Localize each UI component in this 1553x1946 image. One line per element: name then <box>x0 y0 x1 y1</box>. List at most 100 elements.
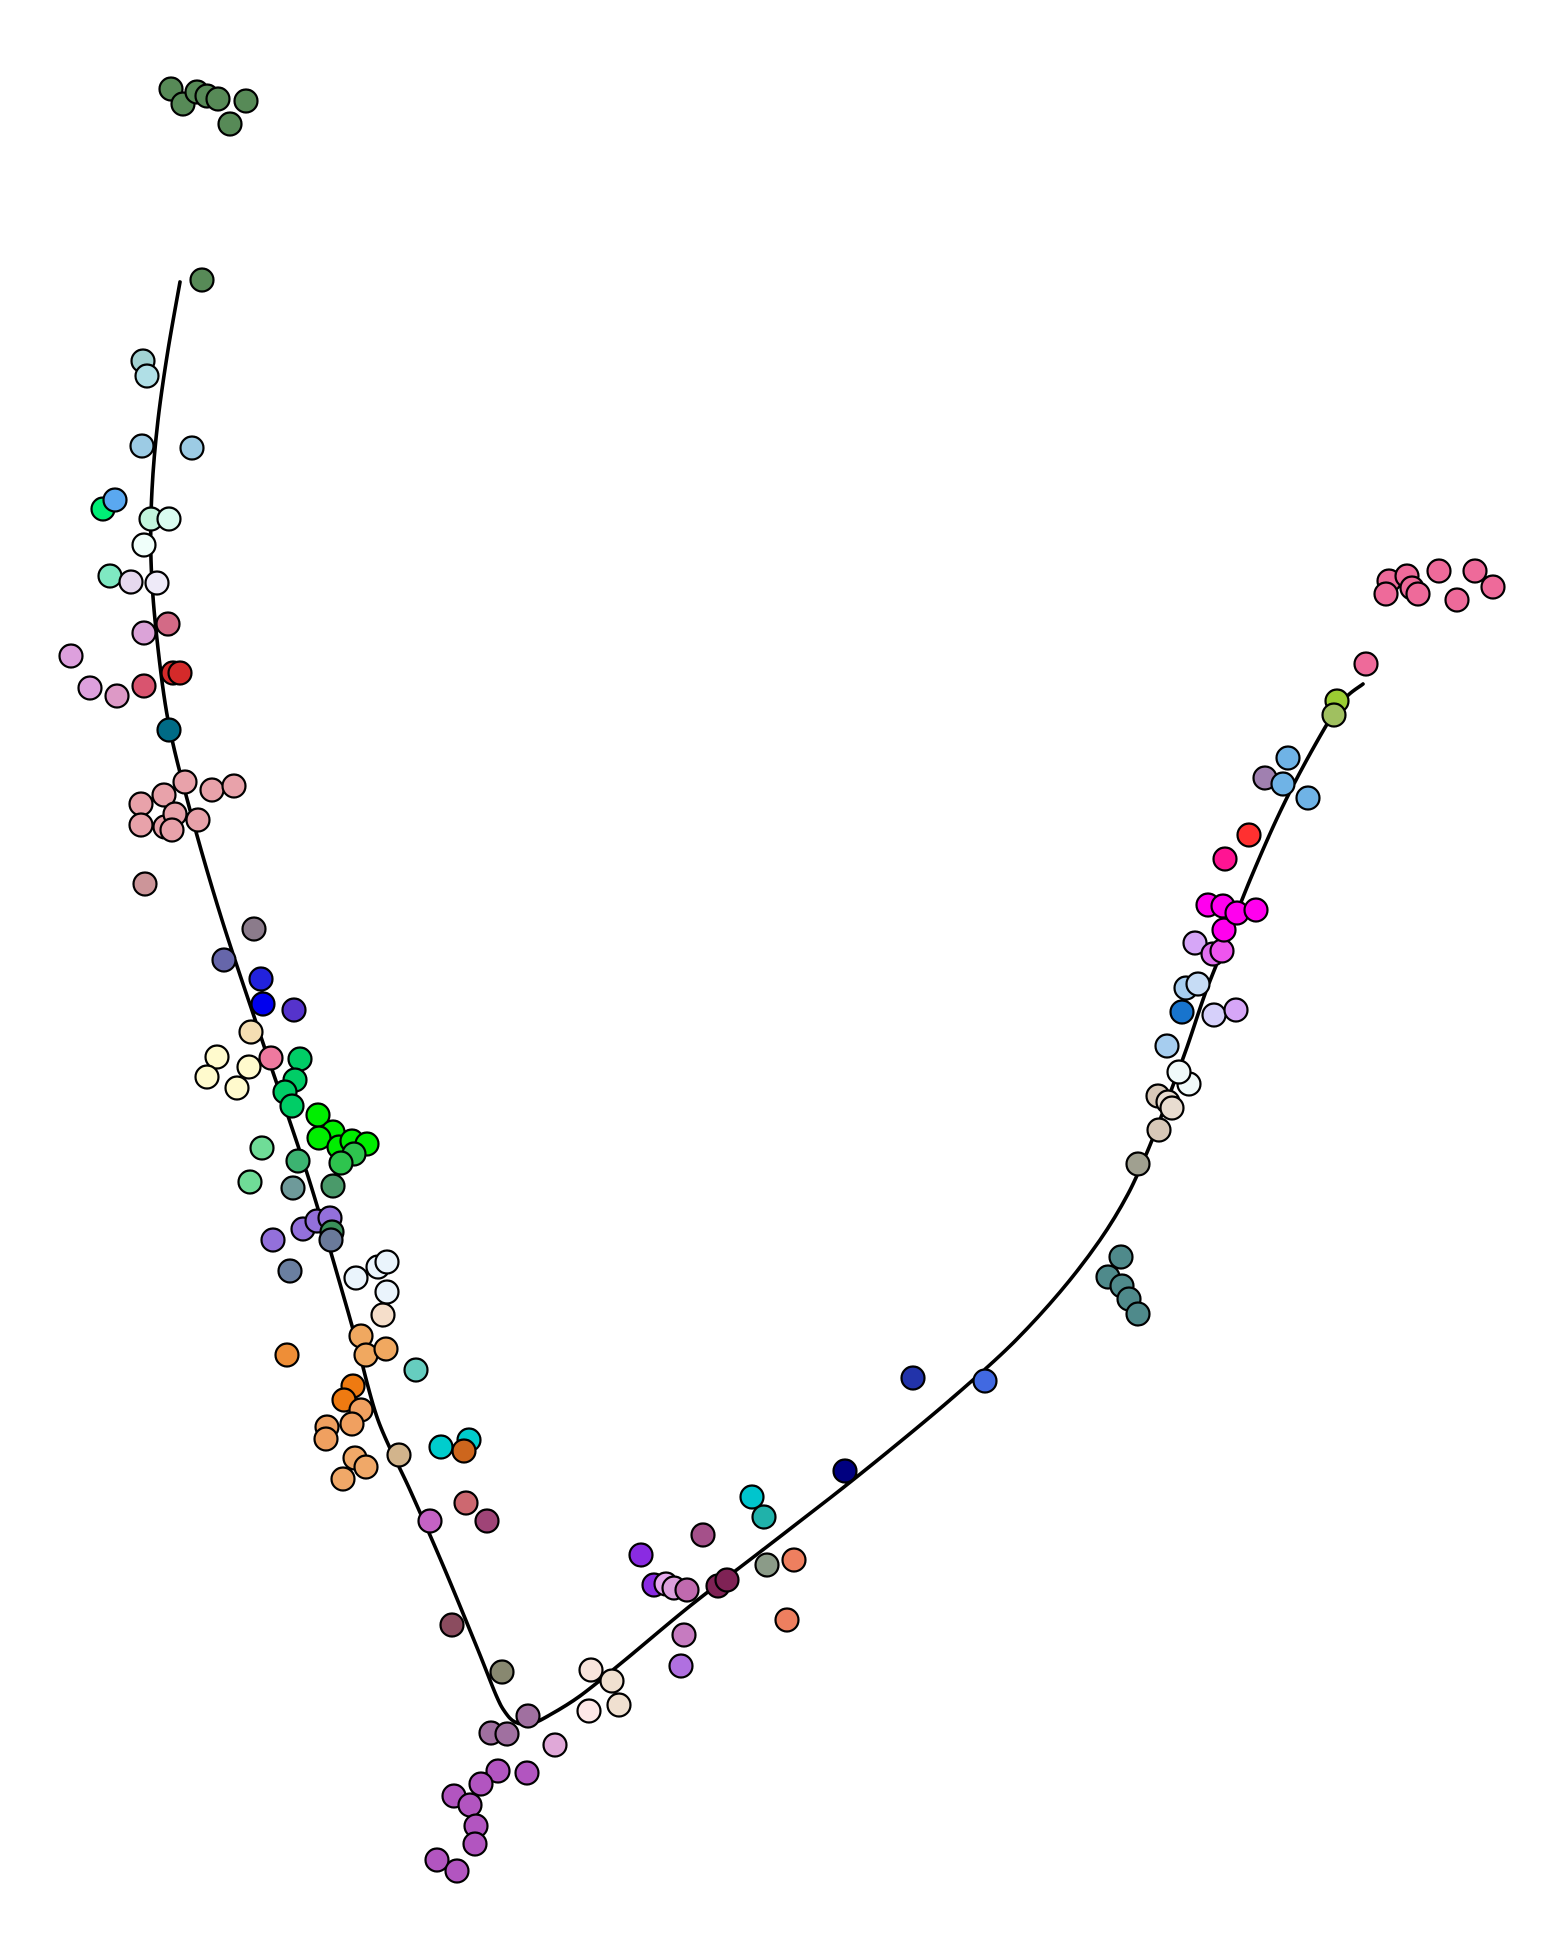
scatter-point <box>751 1504 777 1530</box>
scatter-point <box>260 1227 286 1253</box>
scatter-point <box>233 88 259 114</box>
scatter-point <box>1462 558 1488 584</box>
scatter-point <box>277 1258 303 1284</box>
scatter-point <box>1212 846 1238 872</box>
scatter-point <box>424 1847 450 1873</box>
scatter-point <box>1405 581 1431 607</box>
scatter-point <box>131 620 157 646</box>
scatter-point <box>134 363 160 389</box>
scatter-point <box>118 569 144 595</box>
scatter-point <box>972 1368 998 1394</box>
scatter-point <box>1353 651 1379 677</box>
scatter-point <box>457 1792 483 1818</box>
scatter-point <box>159 817 185 843</box>
scatter-point <box>287 1046 313 1072</box>
scatter-point <box>1201 1002 1227 1028</box>
scatter-point <box>285 1148 311 1174</box>
scatter-point <box>1108 1244 1134 1270</box>
scatter-point <box>274 1342 300 1368</box>
scatter-point <box>156 506 182 532</box>
scatter-point <box>578 1657 604 1683</box>
scatter-point <box>156 717 182 743</box>
scatter-point <box>189 267 215 293</box>
scatter-point <box>97 563 123 589</box>
scatter-point <box>462 1831 488 1857</box>
scatter-point <box>221 773 247 799</box>
scatter-point <box>199 777 225 803</box>
scatter-point <box>330 1466 356 1492</box>
scatter-point <box>1209 938 1235 964</box>
scatter-point <box>1125 1301 1151 1327</box>
scatter-point <box>668 1653 694 1679</box>
scatter-point <box>102 487 128 513</box>
scatter-point <box>238 1019 264 1045</box>
scatter-point <box>451 1438 477 1464</box>
scatter-point <box>339 1411 365 1437</box>
scatter-point <box>167 660 193 686</box>
scatter-point <box>1125 1151 1151 1177</box>
scatter-point <box>249 1135 275 1161</box>
scatter-point <box>217 111 243 137</box>
scatter-point <box>1243 897 1269 923</box>
scatter-point <box>185 807 211 833</box>
scatter-point <box>250 991 276 1017</box>
scatter-point <box>328 1150 354 1176</box>
scatter-point <box>628 1542 654 1568</box>
scatter-point <box>1146 1117 1172 1143</box>
scatter-point <box>104 683 130 709</box>
scatter-point <box>155 611 181 637</box>
scatter-point <box>1236 822 1262 848</box>
scatter-point <box>1166 1059 1192 1085</box>
scatter-point <box>690 1522 716 1548</box>
scatter-point <box>1159 1095 1185 1121</box>
scatter-point <box>373 1336 399 1362</box>
scatter-point <box>129 433 155 459</box>
scatter-point <box>320 1173 346 1199</box>
scatter-point <box>313 1426 339 1452</box>
scatter-point <box>494 1721 520 1747</box>
scatter-point <box>144 570 170 596</box>
scatter-point <box>132 871 158 897</box>
scatter-point <box>374 1279 400 1305</box>
scatter-point <box>58 643 84 669</box>
scatter-point <box>489 1659 515 1685</box>
scatter-point <box>241 916 267 942</box>
scatter-point <box>832 1458 858 1484</box>
scatter-point <box>179 435 205 461</box>
scatter-point <box>128 791 154 817</box>
scatter-point <box>343 1265 369 1291</box>
scatter-point <box>1182 930 1208 956</box>
scatter-point <box>417 1508 443 1534</box>
scatter-point <box>1295 785 1321 811</box>
scatter-point <box>386 1442 412 1468</box>
scatter-point <box>248 966 274 992</box>
scatter-point <box>1373 581 1399 607</box>
scatter-point <box>172 769 198 795</box>
scatter-point <box>205 86 231 112</box>
scatter-point <box>468 1771 494 1797</box>
scatter-point <box>1321 702 1347 728</box>
scatter-point <box>671 1622 697 1648</box>
scatter-point <box>599 1668 625 1694</box>
scatter-point <box>374 1249 400 1275</box>
scatter-point <box>1480 574 1506 600</box>
scatter-point <box>280 1175 306 1201</box>
scatter-point <box>453 1490 479 1516</box>
scatter-point <box>781 1547 807 1573</box>
scatter-point <box>428 1434 454 1460</box>
scatter-point <box>128 812 154 838</box>
scatter-point <box>900 1365 926 1391</box>
scatter-point <box>151 782 177 808</box>
scatter-point <box>515 1703 541 1729</box>
scatter-point <box>439 1612 465 1638</box>
scatter-point <box>1270 771 1296 797</box>
scatter-point <box>318 1227 344 1253</box>
scatter-point <box>353 1454 379 1480</box>
scatter-point <box>224 1075 250 1101</box>
scatter-point <box>485 1758 511 1784</box>
scatter-point <box>606 1692 632 1718</box>
scatter-point <box>714 1567 740 1593</box>
scatter-point <box>131 673 157 699</box>
scatter-point <box>1275 745 1301 771</box>
